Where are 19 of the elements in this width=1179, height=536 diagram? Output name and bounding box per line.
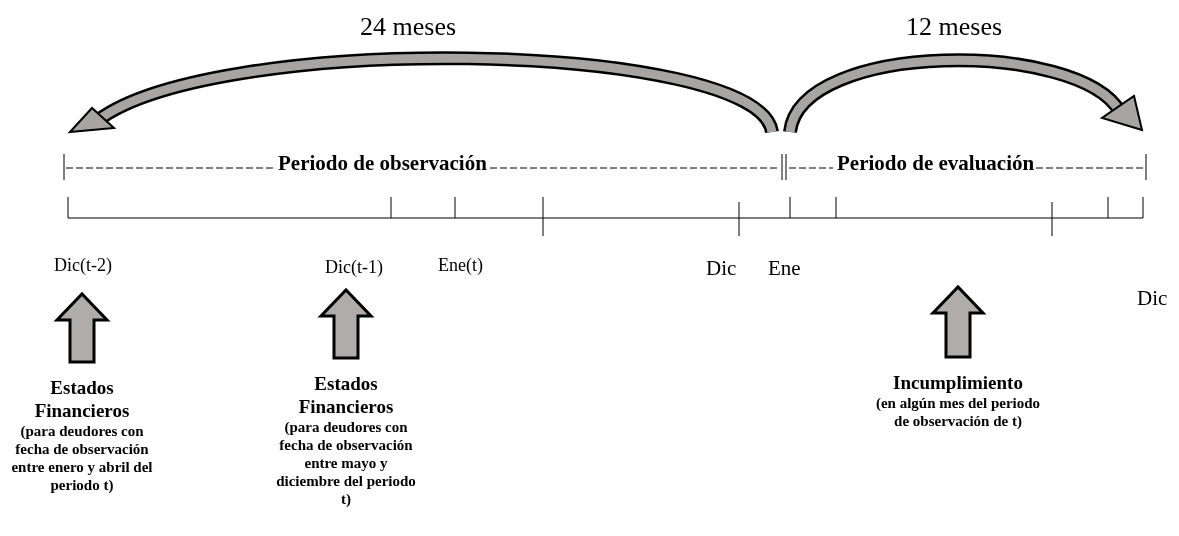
- timeline-label: Periodo de evaluación: [837, 153, 1035, 174]
- block-arrow: [317, 287, 375, 360]
- timeline-label: 24 meses: [360, 14, 457, 40]
- timeline-label: Periodo de observación: [278, 153, 487, 174]
- timeline-label: Dic(t-1): [325, 258, 383, 276]
- node-note: (para deudores con fecha de observación entre mayo y diciembre del periodo t): [275, 418, 417, 508]
- block-arrow: [53, 291, 111, 364]
- block-arrow: [929, 284, 987, 359]
- timeline-label: Ene: [768, 258, 801, 279]
- node-note: (en algún mes del periodo de observación de t): [874, 394, 1042, 430]
- node-note: (para deudores con fecha de observación entre enero y abril del periodo t): [10, 422, 154, 494]
- timeline-label: Ene(t): [438, 256, 483, 274]
- timeline-label: Dic: [1137, 288, 1168, 309]
- node-heading: Estados Financieros: [33, 376, 131, 422]
- timeline-label: Dic: [706, 258, 737, 279]
- timeline-label: 12 meses: [906, 14, 1003, 40]
- node-heading: Estados Financieros: [297, 372, 395, 418]
- node-heading: Incumplimiento: [893, 371, 1023, 394]
- timeline-label: Dic(t-2): [54, 256, 112, 274]
